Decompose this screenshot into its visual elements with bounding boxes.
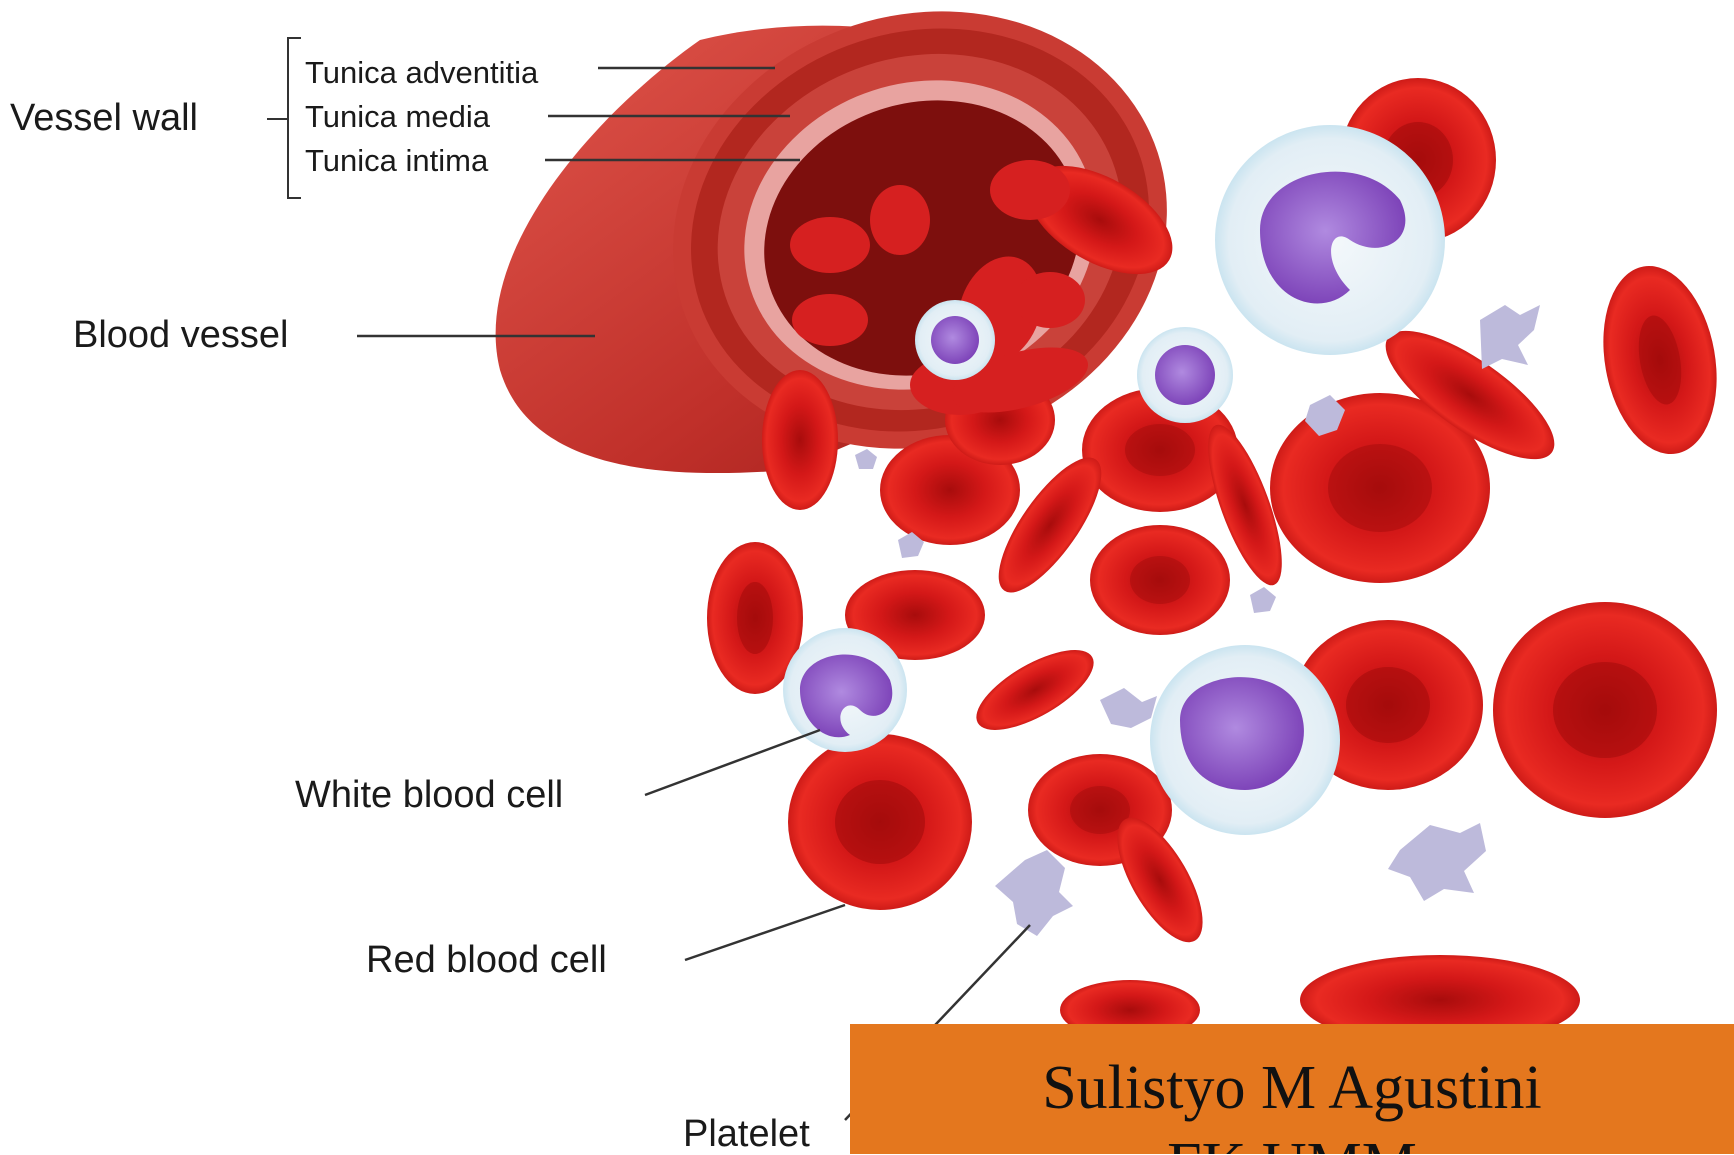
white-blood-cell	[1137, 327, 1233, 423]
platelet-label: Platelet	[683, 1115, 810, 1153]
author-name: Sulistyo M Agustini	[850, 1057, 1734, 1119]
platelet	[1250, 587, 1276, 613]
red-blood-cell	[870, 185, 930, 255]
white-blood-cell	[1215, 125, 1445, 355]
author-banner: Sulistyo M Agustini FK UMM	[850, 1024, 1734, 1154]
red-blood-cell	[965, 634, 1105, 745]
red-blood-cell	[1589, 257, 1730, 463]
platelet	[1480, 305, 1540, 369]
platelet	[1100, 688, 1157, 728]
white-blood-cell	[783, 628, 907, 752]
blood-vessel-label: Blood vessel	[73, 316, 288, 354]
vessel-wall-bracket-tick	[267, 118, 287, 120]
tunica-adventitia-label: Tunica adventitia	[305, 57, 538, 88]
vessel-wall-bracket	[287, 37, 301, 199]
red-blood-cell	[762, 370, 838, 510]
red-blood-cell	[788, 734, 972, 910]
red-blood-cell	[792, 294, 868, 346]
red-blood-cell	[1090, 525, 1230, 635]
tunica-intima-label: Tunica intima	[305, 145, 488, 176]
platelet	[855, 449, 877, 469]
white-blood-cell-label: White blood cell	[295, 776, 563, 814]
tunica-media-label: Tunica media	[305, 101, 490, 132]
red-blood-cell-label: Red blood cell	[366, 941, 607, 979]
red-blood-cell	[1493, 602, 1717, 818]
red-blood-cell	[790, 217, 870, 273]
platelet	[995, 850, 1073, 936]
vessel-wall-label: Vessel wall	[10, 99, 198, 137]
white-blood-cell	[1150, 645, 1340, 835]
platelet	[1388, 823, 1486, 901]
red-blood-cell	[990, 160, 1070, 220]
white-blood-cell	[915, 300, 995, 380]
author-affiliation: FK UMM	[850, 1134, 1734, 1154]
red-blood-cell	[1015, 272, 1085, 328]
